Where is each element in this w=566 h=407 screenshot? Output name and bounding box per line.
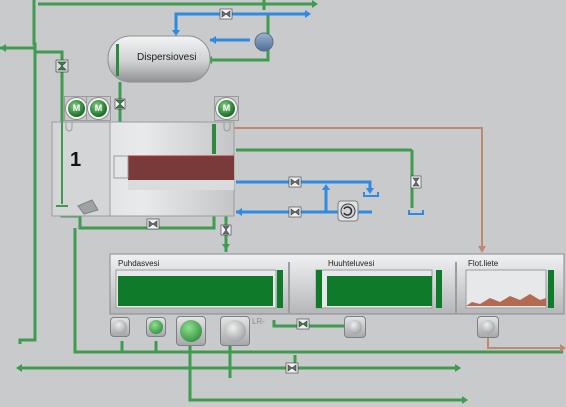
brown-arrows: [478, 246, 566, 352]
valve-icon[interactable]: [146, 218, 160, 230]
valve-icon[interactable]: [219, 8, 233, 20]
pump-icon[interactable]: [344, 316, 366, 338]
pump-icon[interactable]: [110, 317, 130, 337]
valve-icon[interactable]: [220, 224, 232, 236]
dispersion-vessel: [107, 35, 211, 83]
valve-icon[interactable]: [288, 206, 302, 218]
valve-icon[interactable]: [296, 318, 310, 330]
valve-icon[interactable]: [410, 175, 422, 189]
pump-icon[interactable]: [146, 317, 166, 337]
pump-disc: [481, 320, 495, 334]
vessel-label: Dispersiovesi: [137, 52, 197, 63]
basin-label-puhdasvesi: Puhdasvesi: [118, 259, 160, 268]
flotation-tank-1: [51, 121, 235, 217]
pump-icon[interactable]: [220, 316, 250, 346]
pump-disc: [180, 320, 202, 342]
blue-pump-icon[interactable]: [337, 200, 359, 222]
tank-number: 1: [70, 149, 82, 171]
outlet-funnels: [363, 192, 424, 215]
blue-pipes: [174, 12, 372, 214]
motor-icon[interactable]: M: [216, 98, 237, 119]
pump-icon[interactable]: [477, 316, 499, 338]
valve-icon[interactable]: [288, 176, 302, 188]
valve-icon[interactable]: [285, 362, 299, 374]
blue-arrows: [172, 10, 374, 216]
motor-icon[interactable]: M: [88, 98, 109, 119]
valves: [55, 8, 422, 374]
pump-disc: [224, 320, 246, 342]
valve-icon[interactable]: [55, 59, 69, 73]
pump-icon[interactable]: [176, 316, 206, 346]
water-basin: [109, 253, 565, 315]
lr-label: LR-: [252, 317, 265, 326]
pump-disc: [149, 320, 163, 334]
basin-label-flot-liete: Flot.liete: [468, 259, 499, 268]
motor-icon[interactable]: M: [66, 98, 87, 119]
dispersion-pump-icon[interactable]: [254, 32, 274, 52]
basin-label-huuhteluvesi: Huuhteluvesi: [328, 259, 375, 268]
brown-pipes: [234, 127, 562, 349]
pump-disc: [113, 320, 127, 334]
valve-icon[interactable]: [114, 98, 126, 110]
pump-disc: [348, 320, 362, 334]
